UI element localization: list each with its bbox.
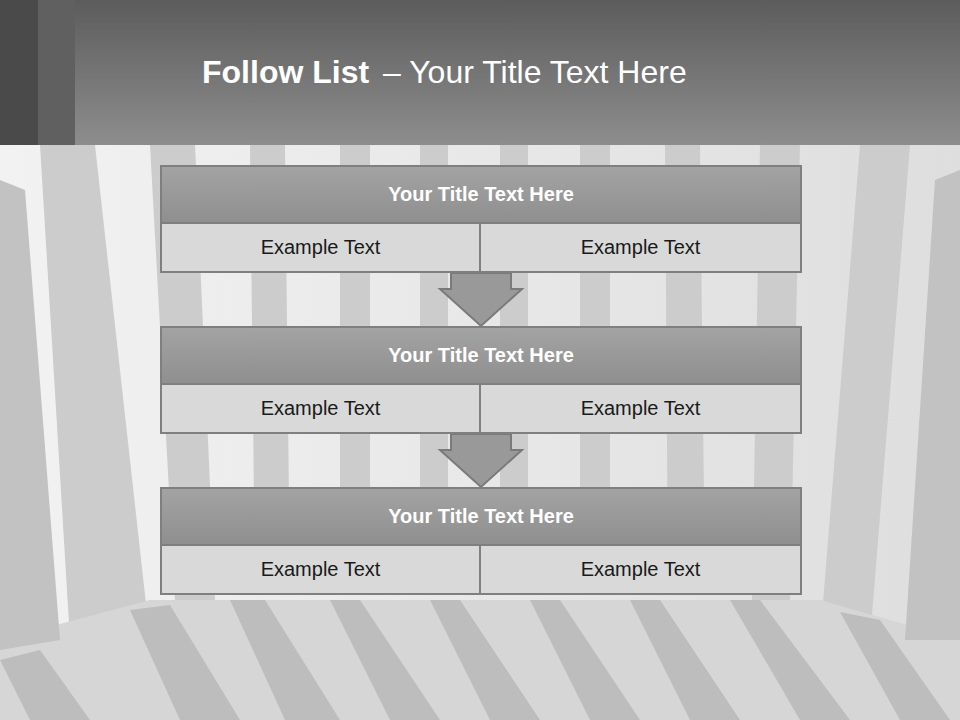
example-text: Example Text <box>581 558 701 581</box>
step-header: Your Title Text Here <box>162 167 800 224</box>
example-cell: Example Text <box>162 224 481 271</box>
wall-stripes <box>40 145 910 640</box>
example-text: Example Text <box>261 397 381 420</box>
slide-heading: Follow List – Your Title Text Here <box>202 54 687 91</box>
side-stripes <box>0 170 960 650</box>
example-cell: Example Text <box>162 546 481 593</box>
example-cell: Example Text <box>481 385 800 432</box>
step-group: Your Title Text HereExample Text Example … <box>160 165 802 273</box>
step-group: Your Title Text HereExample Text Example … <box>160 326 802 434</box>
example-text: Example Text <box>261 236 381 259</box>
floor-stripes <box>0 600 950 720</box>
slide-title: Follow List <box>202 54 369 91</box>
step-title: Your Title Text Here <box>388 505 574 528</box>
step-title: Your Title Text Here <box>388 183 574 206</box>
example-cell: Example Text <box>481 224 800 271</box>
step-group: Your Title Text HereExample Text Example … <box>160 487 802 595</box>
example-text: Example Text <box>581 397 701 420</box>
example-cell: Example Text <box>481 546 800 593</box>
flow-arrow <box>440 434 522 487</box>
example-text: Example Text <box>581 236 701 259</box>
title-suffix: – Your Title Text Here <box>383 54 687 91</box>
flow-arrow <box>440 273 522 326</box>
example-cell: Example Text <box>162 385 481 432</box>
example-text: Example Text <box>261 558 381 581</box>
step-header: Your Title Text Here <box>162 328 800 385</box>
step-title: Your Title Text Here <box>388 344 574 367</box>
step-header: Your Title Text Here <box>162 489 800 546</box>
